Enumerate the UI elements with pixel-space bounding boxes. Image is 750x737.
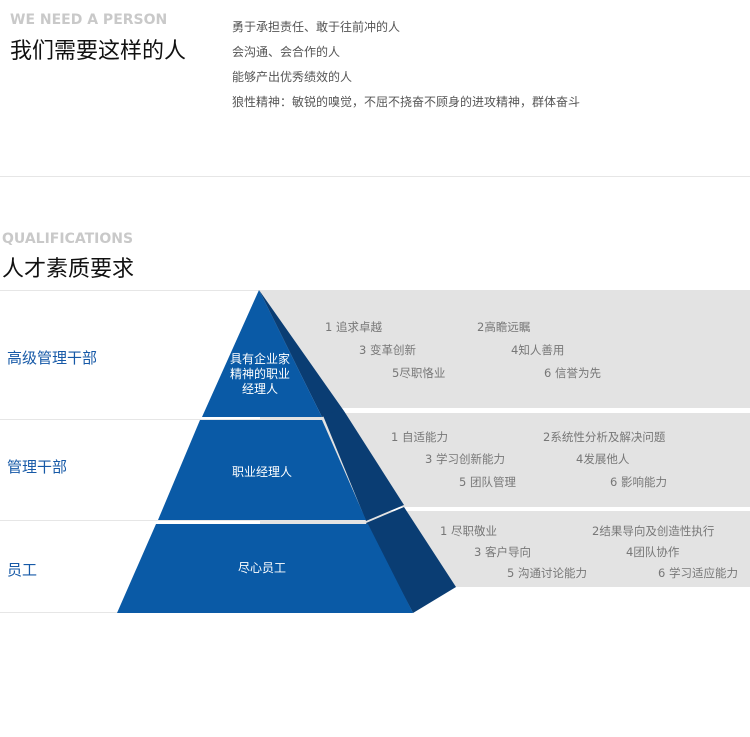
intro-item: 会沟通、会合作的人 bbox=[232, 45, 341, 59]
level-label-manager: 管理干部 bbox=[7, 458, 68, 476]
qualifications-title: 人才素质要求 bbox=[2, 257, 135, 282]
level-label-senior: 高级管理干部 bbox=[7, 349, 98, 367]
pyramid-side-top bbox=[259, 290, 344, 417]
pyramid-text-staff: 尽心员工 bbox=[237, 561, 286, 575]
pyramid-text-manager: 职业经理人 bbox=[231, 465, 292, 479]
trait-item: 5 团队管理 bbox=[459, 475, 516, 489]
pyramid-front-top bbox=[202, 290, 322, 417]
row-divider bbox=[0, 520, 260, 521]
trait-item: 5尽职恪业 bbox=[392, 366, 446, 380]
trait-item: 4知人善用 bbox=[511, 343, 565, 357]
qualifications-eyebrow: QUALIFICATIONS bbox=[2, 231, 134, 247]
trait-item: 3 变革创新 bbox=[359, 343, 416, 357]
trait-item: 3 学习创新能力 bbox=[425, 452, 505, 466]
row-divider bbox=[0, 419, 260, 420]
trait-item: 2系统性分析及解决问题 bbox=[543, 430, 666, 444]
pyramid-side-middle bbox=[322, 411, 404, 521]
section-divider bbox=[0, 176, 750, 177]
pyramid-text-senior: 具有企业家精神的职业经理人 bbox=[229, 352, 290, 396]
trait-item: 6 信誉为先 bbox=[544, 366, 601, 380]
intro-item: 勇于承担责任、敢于往前冲的人 bbox=[232, 20, 401, 34]
trait-item: 2高瞻远瞩 bbox=[477, 320, 531, 334]
pyramid-side-bottom bbox=[366, 507, 456, 613]
trait-band-senior bbox=[260, 290, 750, 408]
trait-item: 6 学习适应能力 bbox=[658, 566, 738, 580]
trait-item: 1 尽职敬业 bbox=[440, 524, 497, 538]
intro-eyebrow: WE NEED A PERSON bbox=[10, 12, 168, 28]
trait-item: 4发展他人 bbox=[576, 452, 630, 466]
pyramid-front-middle bbox=[158, 420, 366, 520]
trait-item: 4团队协作 bbox=[626, 545, 680, 559]
pyramid-front-bottom bbox=[117, 524, 413, 613]
intro-title: 我们需要这样的人 bbox=[10, 39, 187, 64]
trait-item: 5 沟通讨论能力 bbox=[507, 566, 587, 580]
trait-item: 3 客户导向 bbox=[474, 545, 531, 559]
trait-item: 1 自适能力 bbox=[391, 430, 448, 444]
trait-item: 1 追求卓越 bbox=[325, 320, 382, 334]
trait-item: 6 影响能力 bbox=[610, 475, 667, 489]
row-divider bbox=[0, 290, 260, 291]
intro-item: 狼性精神：敏锐的嗅觉，不屈不挠奋不顾身的进攻精神，群体奋斗 bbox=[232, 95, 581, 109]
level-label-staff: 员工 bbox=[7, 561, 38, 579]
intro-item: 能够产出优秀绩效的人 bbox=[232, 70, 353, 84]
trait-item: 2结果导向及创造性执行 bbox=[592, 524, 715, 538]
